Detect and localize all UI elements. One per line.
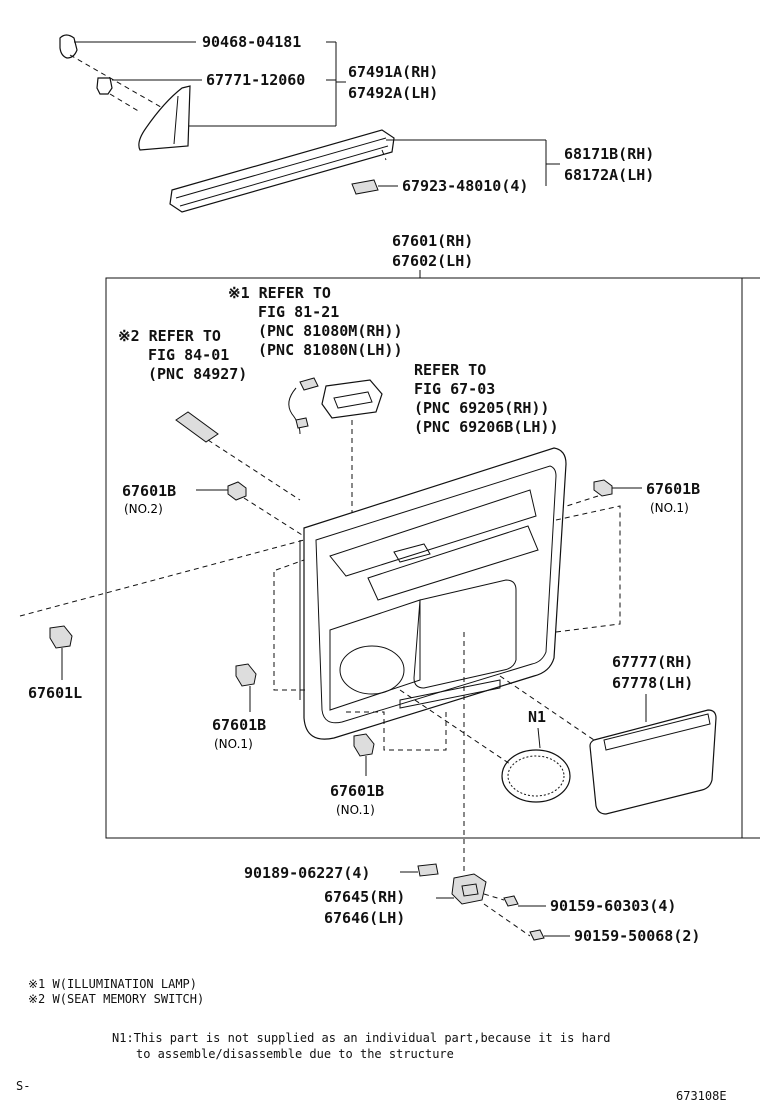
illumination-lamp-part bbox=[288, 377, 319, 435]
refer-2-line2: FIG 84-01 bbox=[148, 346, 229, 364]
label-n1: N1 bbox=[528, 708, 546, 726]
clip-part-icon bbox=[59, 34, 78, 59]
label-no1-right: (NO.1) bbox=[650, 501, 689, 515]
clip-67601l-icon bbox=[49, 625, 73, 649]
label-67777-rh: 67777(RH) bbox=[612, 653, 693, 671]
clip-67601b-no1-right-icon bbox=[593, 479, 613, 497]
refer-1-line1: ※1 REFER TO bbox=[228, 284, 331, 302]
label-67601-rh: 67601(RH) bbox=[392, 232, 473, 250]
mirror-cover-part bbox=[138, 85, 191, 151]
label-67491a: 67491A(RH) bbox=[348, 63, 438, 81]
refer-3-line2: FIG 67-03 bbox=[414, 380, 495, 398]
label-67645-rh: 67645(RH) bbox=[324, 888, 405, 906]
refer-1-line4: (PNC 81080N(LH)) bbox=[258, 341, 403, 359]
label-90468: 90468-04181 bbox=[202, 33, 301, 51]
pull-handle-bracket-part bbox=[451, 873, 487, 905]
clip-67601b-no1-bottom-icon bbox=[353, 733, 375, 757]
footnote-n1-line1: N1:This part is not supplied as an indiv… bbox=[112, 1031, 611, 1045]
label-90159-50068: 90159-50068(2) bbox=[574, 927, 700, 945]
label-90189: 90189-06227(4) bbox=[244, 864, 370, 882]
seat-memory-switch-part bbox=[175, 411, 219, 443]
refer-1-line2: FIG 81-21 bbox=[258, 303, 339, 321]
label-67602-lh: 67602(LH) bbox=[392, 252, 473, 270]
label-68172a: 68172A(LH) bbox=[564, 166, 654, 184]
nut-90189-icon bbox=[417, 863, 439, 877]
label-67601b-no1-right: 67601B bbox=[646, 480, 700, 498]
speaker-grille-part bbox=[501, 749, 571, 803]
weatherstrip-clip-icon bbox=[351, 179, 379, 195]
label-67646-lh: 67646(LH) bbox=[324, 909, 405, 927]
refer-3-line3: (PNC 69205(RH)) bbox=[414, 399, 549, 417]
refer-2-line1: ※2 REFER TO bbox=[118, 327, 221, 345]
top-parts-group bbox=[59, 34, 560, 213]
refer-2-line3: (PNC 84927) bbox=[148, 365, 247, 383]
armrest-pad-part bbox=[589, 709, 717, 815]
label-67601l: 67601L bbox=[28, 684, 82, 702]
label-no1-bottom: (NO.1) bbox=[336, 803, 375, 817]
inside-handle-bezel-part bbox=[321, 379, 383, 419]
footnote-1: ※1 W(ILLUMINATION LAMP) bbox=[28, 977, 197, 991]
clip-67601b-no1-left-icon bbox=[235, 663, 257, 687]
label-67601b-no1-left: 67601B bbox=[212, 716, 266, 734]
refer-3-line1: REFER TO bbox=[414, 361, 486, 379]
label-no1-left: (NO.1) bbox=[214, 737, 253, 751]
clip-67601b-no2-icon bbox=[227, 481, 247, 501]
screw-90159-60303-icon bbox=[503, 895, 519, 907]
figure-code: 673108E bbox=[676, 1089, 727, 1103]
footnote-2: ※2 W(SEAT MEMORY SWITCH) bbox=[28, 992, 204, 1006]
label-67492a: 67492A(LH) bbox=[348, 84, 438, 102]
refer-3-line4: (PNC 69206B(LH)) bbox=[414, 418, 559, 436]
label-67771: 67771-12060 bbox=[206, 71, 305, 89]
door-trim-panel-part bbox=[299, 447, 567, 740]
refer-1-line3: (PNC 81080M(RH)) bbox=[258, 322, 403, 340]
label-67778-lh: 67778(LH) bbox=[612, 674, 693, 692]
label-67601b-no1-bottom: 67601B bbox=[330, 782, 384, 800]
footnote-n1-line2: to assemble/disassemble due to the struc… bbox=[136, 1047, 454, 1061]
weatherstrip-part bbox=[169, 129, 395, 213]
screw-90159-50068-icon bbox=[529, 929, 545, 941]
label-no2: (NO.2) bbox=[124, 502, 163, 516]
label-67923: 67923-48010(4) bbox=[402, 177, 528, 195]
label-90159-60303: 90159-60303(4) bbox=[550, 897, 676, 915]
label-68171b: 68171B(RH) bbox=[564, 145, 654, 163]
corner-mark: S- bbox=[16, 1079, 30, 1093]
screw-part-icon bbox=[96, 77, 113, 95]
label-67601b-no2: 67601B bbox=[122, 482, 176, 500]
